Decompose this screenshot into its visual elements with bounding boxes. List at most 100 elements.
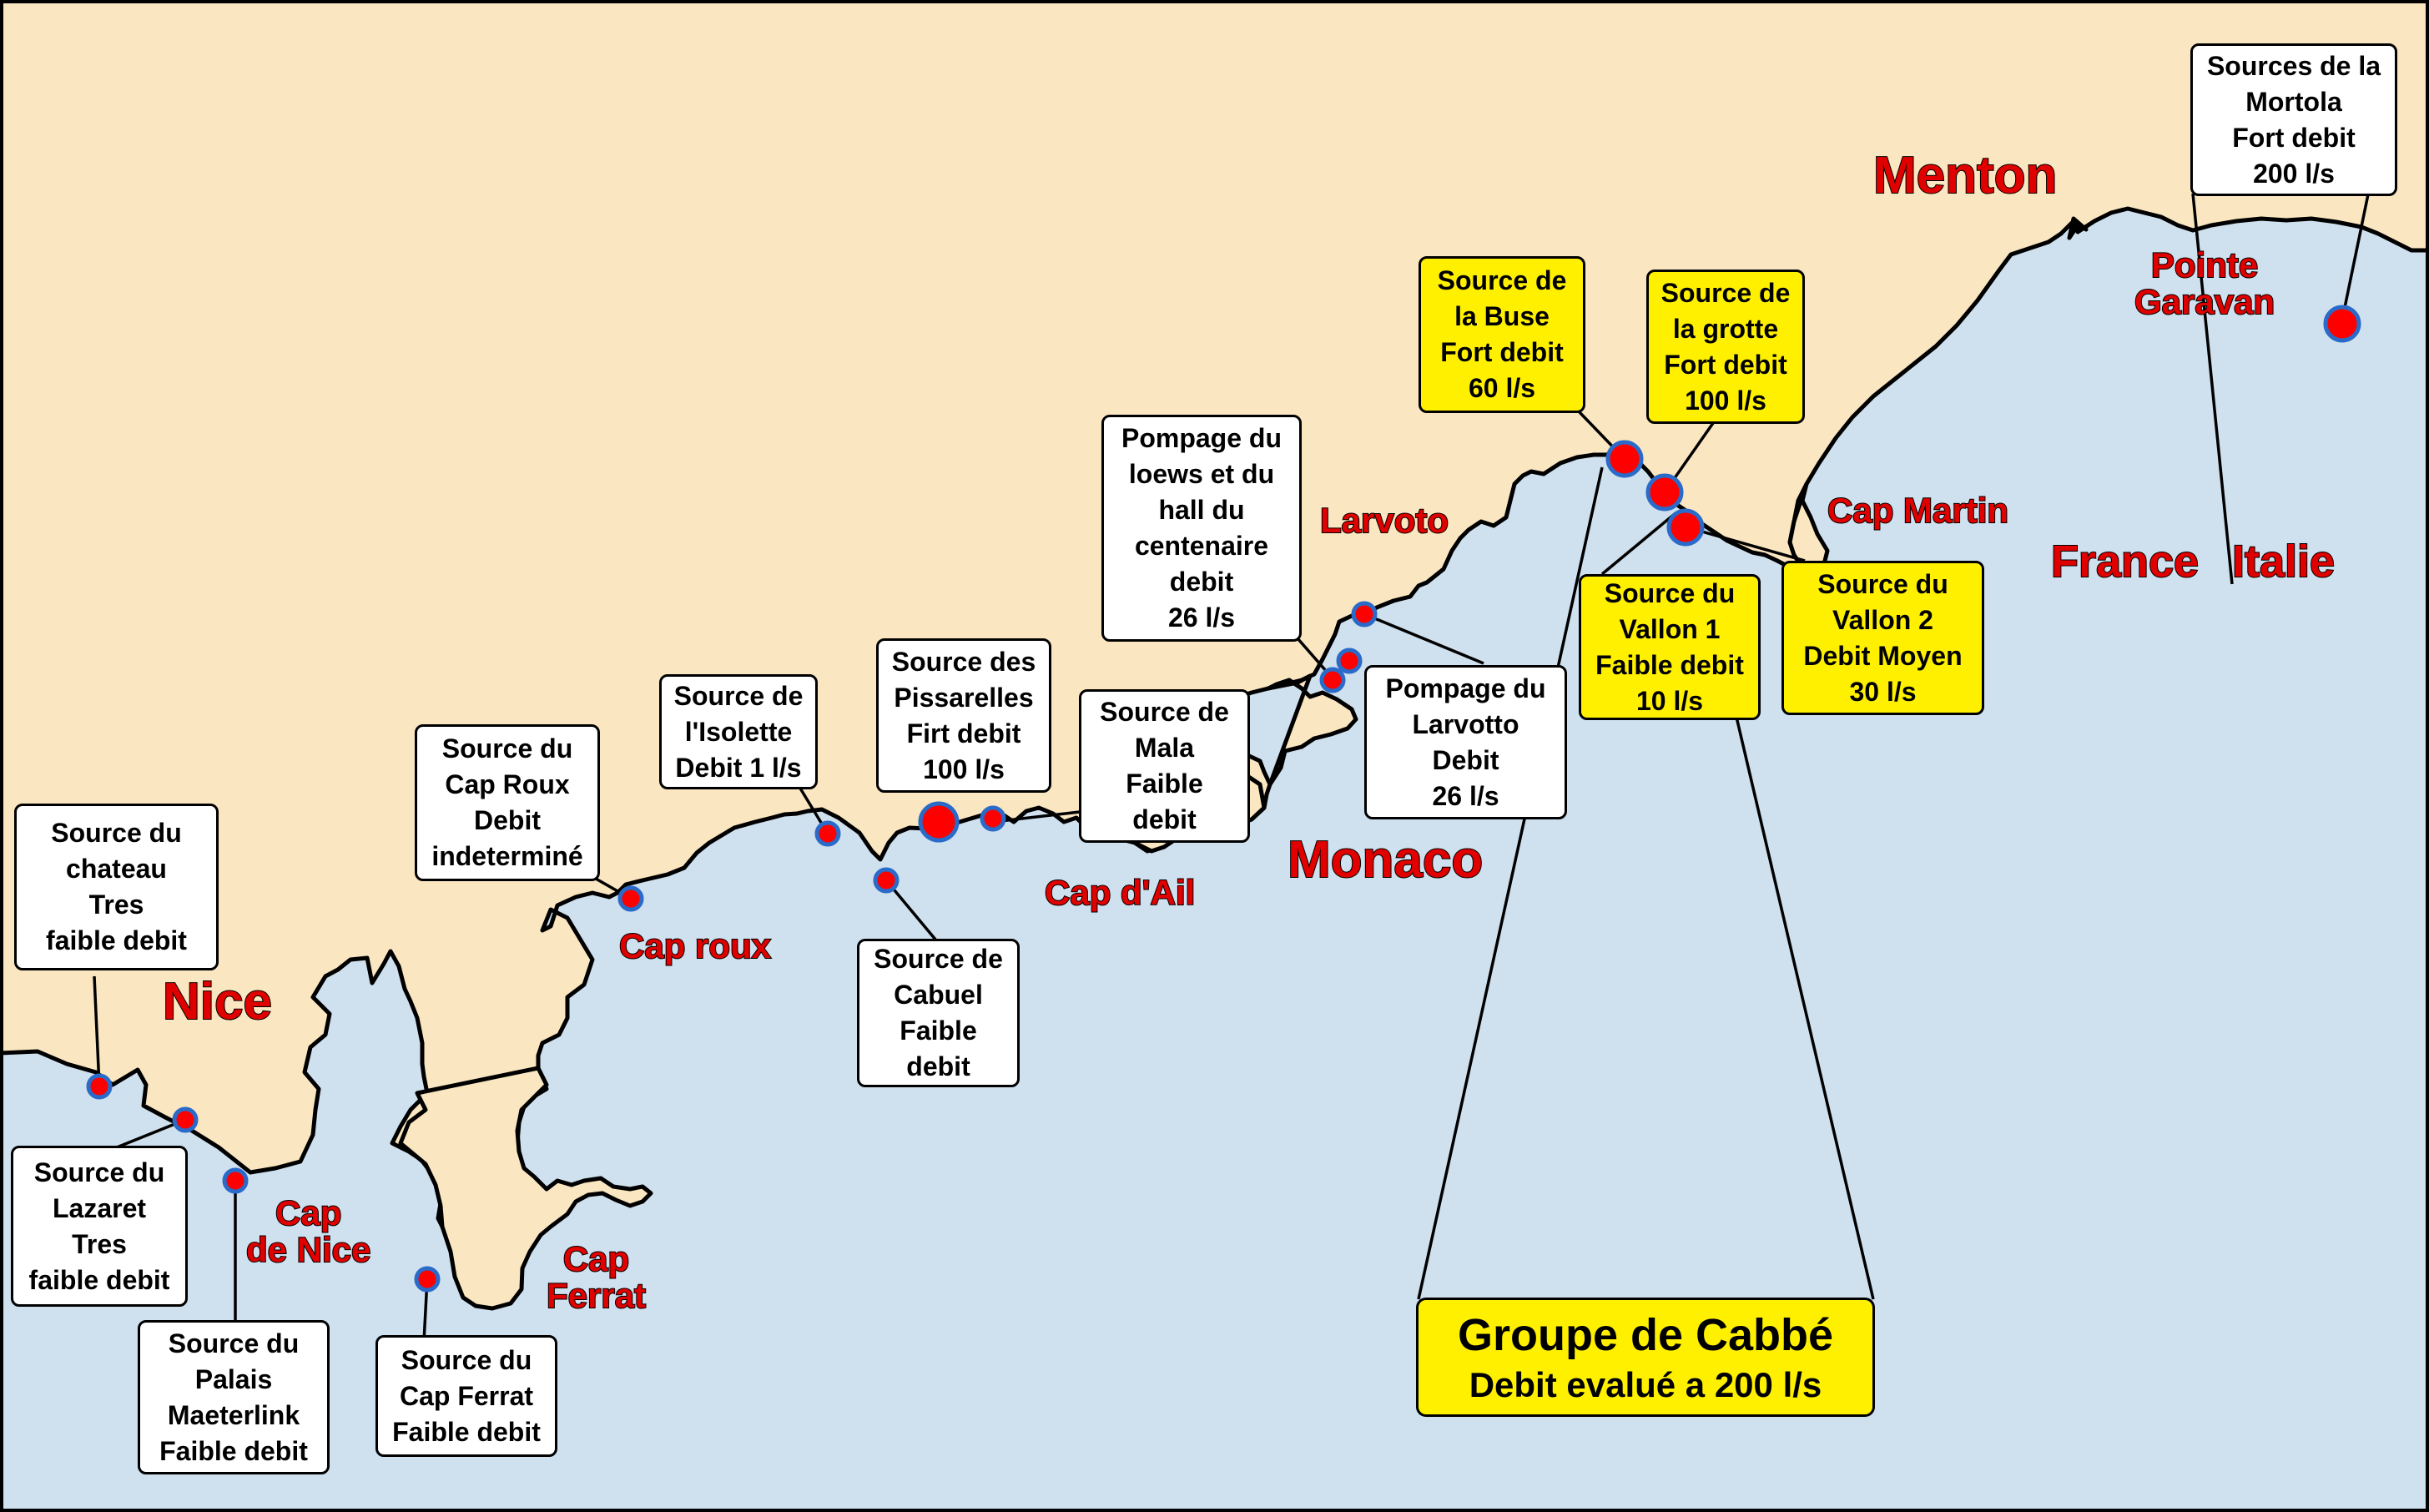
callout-line: Fort debit [1440,337,1564,367]
callout-line: Source des [891,646,1036,677]
callout-line: debit [906,1051,970,1081]
callout-line: Lazaret [52,1192,147,1223]
callout-line: 60 l/s [1468,373,1536,403]
place-larvoto: Larvoto [1319,501,1449,540]
callout-line: Palais [194,1363,273,1394]
callout-line: Faible [900,1016,977,1046]
place-cap-de-nice: Cap de Nice [245,1193,371,1270]
callout-line: Faible debit [159,1435,308,1466]
callout-line: chateau [66,854,167,884]
callout-line: indeterminé [431,841,583,871]
spring-marker-loews-b[interactable] [1336,648,1363,674]
callout-line: 100 l/s [1685,385,1766,416]
callout-line: la grotte [1672,313,1779,344]
callout-line: Debit [474,805,541,835]
spring-marker-chateau[interactable] [86,1073,113,1100]
spring-marker-palais[interactable] [222,1167,249,1194]
callout-chateau: Source du chateau Tres faible debit [14,804,219,970]
place-cap-ferrat-line1: Cap [562,1239,630,1278]
callout-mala: Source de Mala Faible debit [1079,689,1250,843]
spring-marker-grotte[interactable] [1645,473,1684,512]
spring-marker-loews-a[interactable] [1319,667,1346,693]
spring-marker-larvotto[interactable] [1351,601,1378,627]
callout-line: Source du [1817,568,1948,599]
callout-line: Sources de la [2206,50,2381,81]
place-cap-martin: Cap Martin [1827,491,2009,530]
callout-pissarelles: Source des Pissarelles Firt debit 100 l/… [876,638,1051,793]
callout-line: Pompage du [1385,673,1546,703]
callout-line: Firt debit [906,718,1021,748]
callout-line: Source de [1660,277,1791,308]
callout-line: 30 l/s [1849,676,1917,707]
monaco-port [1266,673,1358,787]
leader-mortola [2340,194,2370,325]
callout-loews: Pompage du loews et du hall du centenair… [1101,415,1302,642]
callout-line: Source de [1100,697,1229,727]
callout-cap-ferrat: Source du Cap Ferrat Faible debit [375,1335,557,1457]
spring-marker-buse[interactable] [1605,440,1644,478]
cap-ferrat-peninsula [398,1066,653,1311]
callout-line: 26 l/s [1167,602,1236,633]
callout-line: Fort debit [1664,349,1787,380]
place-menton: Menton [1872,147,2058,204]
callout-line: centenaire [1134,531,1269,561]
callout-line: Tres [88,890,144,920]
leader-group-left [1417,466,1604,1300]
callout-line: 26 l/s [1432,780,1499,811]
leader-vallon1 [1600,512,1677,576]
place-pointe-garavan-line1: Pointe [2150,245,2259,285]
callout-line: Debit Moyen [1803,640,1963,671]
place-cap-roux: Cap roux [618,926,772,965]
callout-line: Source de [673,680,804,711]
spring-marker-vallon[interactable] [1666,508,1705,547]
callout-mortola: Sources de la Mortola Fort debit 200 l/s [2190,43,2397,196]
callout-line: Source du [401,1344,532,1375]
callout-line: l'Isolette [684,716,793,747]
spring-markers [86,305,2361,1293]
spring-marker-mortola[interactable] [2323,305,2361,343]
callout-lazaret: Source du Lazaret Tres faible debit [11,1146,188,1307]
leader-larvotto [1368,614,1484,665]
leader-vallon2 [1686,526,1806,562]
callout-line: Source du [1604,577,1736,608]
callout-line: debit [1132,804,1197,834]
callout-line: Maeterlink [167,1399,300,1430]
spring-marker-cabuel[interactable] [873,867,900,894]
france-italie-border [2191,193,2234,585]
spring-marker-isolette[interactable] [814,820,841,847]
leader-mala [992,810,1081,824]
callout-grotte: Source de la grotte Fort debit 100 l/s [1646,270,1805,424]
place-monaco: Monaco [1287,831,1484,889]
spring-marker-cap-ferrat[interactable] [414,1266,441,1293]
leader-lines [93,193,2370,1343]
spring-marker-pissarelles[interactable] [918,801,960,843]
callout-isolette: Source de l'Isolette Debit 1 l/s [659,674,818,789]
callout-line: Source du [33,1157,165,1187]
callout-line: Source du [51,818,182,848]
callout-line: Cabuel [894,980,983,1010]
spring-marker-lazaret[interactable] [172,1106,199,1133]
place-cap-ferrat-line2: Ferrat [546,1276,647,1316]
callout-buse: Source de la Buse Fort debit 60 l/s [1419,256,1585,413]
callout-line: 10 l/s [1635,685,1704,716]
callout-line: Fort debit [2232,122,2356,153]
place-cap-de-nice-line2: de Nice [245,1230,371,1270]
spring-marker-mala[interactable] [980,805,1006,832]
leader-chateau [93,975,101,1087]
place-cap-de-nice-line1: Cap [275,1193,342,1232]
callout-line: Source de [874,944,1003,974]
callout-line: faible debit [46,925,187,955]
spring-marker-cap-roux[interactable] [617,885,644,912]
callout-line: Vallon 2 [1832,604,1933,635]
callout-cap-roux: Source du Cap Roux Debit indeterminé [415,724,600,881]
place-cap-ferrat: Cap Ferrat [546,1239,647,1316]
callout-larvotto: Pompage du Larvotto Debit 26 l/s [1364,665,1567,819]
callout-line: Larvotto [1412,708,1519,739]
place-nice: Nice [162,973,273,1031]
callout-line: Faible debit [1595,649,1744,680]
callout-line: Faible debit [392,1416,541,1447]
callout-line: Source de [1437,265,1567,295]
callout-line: loews et du [1128,459,1275,489]
